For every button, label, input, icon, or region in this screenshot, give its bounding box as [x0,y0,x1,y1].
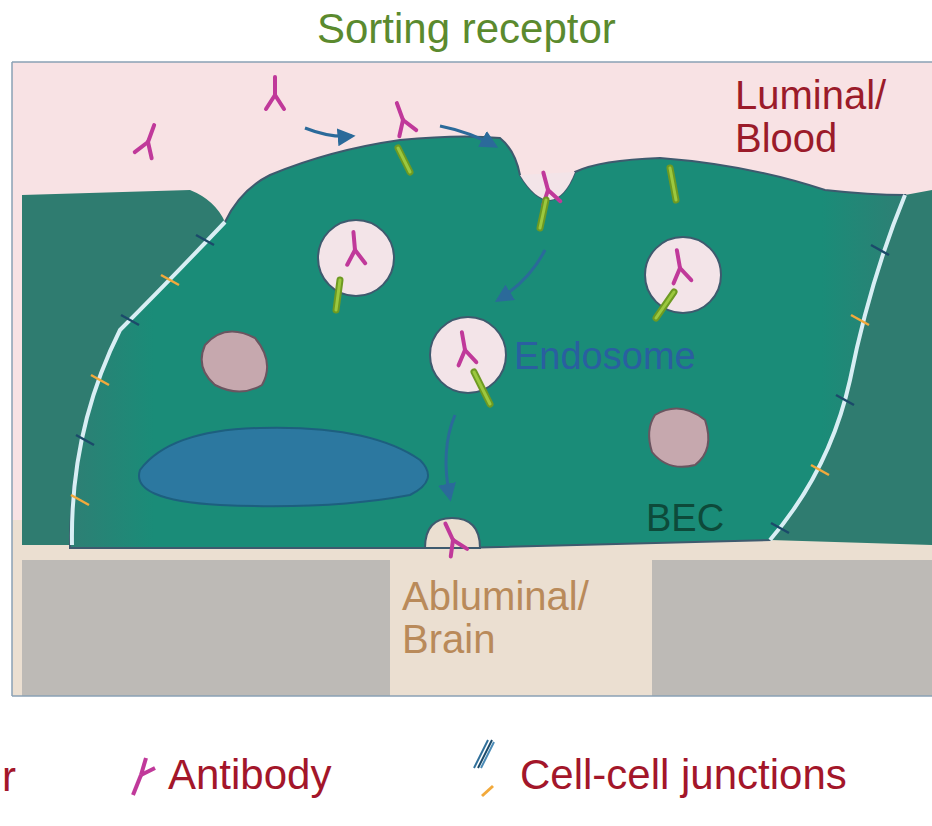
molecules [135,77,692,556]
junction-sample [474,740,494,796]
antibody [668,249,691,284]
antibody [344,231,365,264]
antibody-sample [133,758,155,795]
antibody [266,77,284,109]
endosome [430,317,506,393]
organelle [202,331,267,391]
organelle [649,409,708,467]
vesicle [645,237,721,313]
antibody [388,100,416,136]
diagram-title: Sorting receptor [317,6,616,51]
sorting-receptor [656,292,674,318]
legend-text: Antibody [168,752,331,797]
flow-arrow [440,126,495,146]
antibody [437,520,467,557]
legend-fragment: r [2,754,32,799]
region-label: Luminal/ Blood [735,74,925,160]
basement-block [22,560,390,696]
sorting-receptor [540,200,546,228]
legend-text: Cell-cell junctions [520,752,847,797]
basement-block [652,560,932,696]
sorting-receptor [398,148,410,172]
vesicle [318,220,394,296]
flow-arrow [305,128,352,136]
luminal-ground [12,62,932,696]
flow-arrow [498,250,545,300]
flow-arrow [446,415,455,498]
endothelial-cell [70,136,905,548]
junction-membrane [770,195,905,540]
organelle-label: Endosome [514,336,774,377]
cell-cell-junctions [71,235,889,533]
region-label: Abluminal/ Brain [402,575,647,661]
cell-label: BEC [646,498,756,539]
sorting-receptor [670,168,676,200]
antibody [453,331,476,366]
antibody [135,122,163,158]
nucleus [139,428,428,506]
sorting-receptor [474,372,490,404]
sorting-receptor [336,280,340,310]
